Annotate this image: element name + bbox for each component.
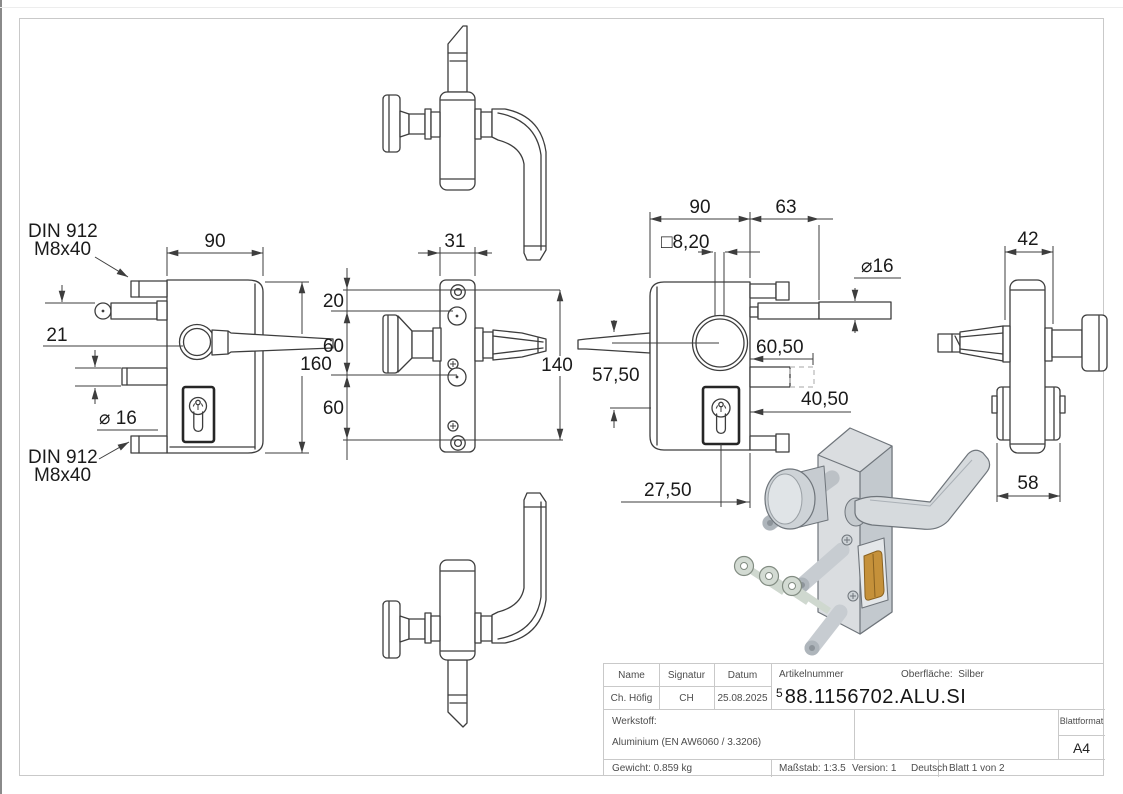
tb-sprache: Deutsch: [911, 763, 948, 774]
dim-back-square: □8,20: [661, 232, 709, 253]
side-view: [382, 279, 547, 453]
tb-oberflaeche-value: Silber: [958, 669, 984, 680]
dim-profile-top: 42: [1017, 229, 1038, 250]
tb-version: Version: 1: [852, 763, 897, 774]
dim-front-height: 160: [300, 354, 332, 375]
tb-artikel-label: Artikelnummer: [779, 669, 844, 680]
dim-front-latch-dia: ⌀ 16: [99, 408, 137, 429]
tb-signatur-value: CH: [679, 693, 694, 704]
profile-view-dims: 42 58: [996, 229, 1061, 502]
keys: [733, 555, 831, 614]
dim-back-rod-len: 63: [775, 197, 796, 218]
front-view-dims: 90 160 21 ⌀ 16 DIN 912 M8x40 DIN 912 M8x…: [28, 221, 332, 486]
tb-blatt: Blatt 1 von 2: [949, 763, 1005, 774]
tb-oberflaeche: Oberfläche: Silber: [901, 669, 984, 680]
dim-back-cyl-offset: 27,50: [644, 480, 692, 501]
dim-profile-bottom: 58: [1017, 473, 1038, 494]
tb-name-value: Ch. Höfig: [610, 693, 653, 704]
tb-datum-label: Datum: [727, 670, 758, 681]
tb-werkstoff-value: Aluminium (EN AW6060 / 3.3206): [612, 737, 762, 748]
side-view-dims: 31 20 60 60 140: [323, 231, 573, 460]
tb-gewicht: Gewicht: 0.859 kg: [612, 763, 693, 774]
tb-artikel-prefix: 5: [776, 686, 783, 700]
dim-back-ext2: 40,50: [801, 389, 849, 410]
dim-side-seg2: 60: [323, 336, 344, 357]
tb-blattformat-label: Blattformat: [1059, 716, 1104, 726]
callout-din-top-1: DIN 912: [28, 221, 98, 242]
dim-back-centers: 57,50: [592, 365, 640, 386]
dim-side-seg3: 60: [323, 398, 344, 419]
window-top-line: [0, 7, 1123, 8]
callout-din-top-2: M8x40: [34, 239, 91, 260]
dim-front-width: 90: [204, 231, 225, 252]
front-view: [94, 279, 334, 454]
dim-side-seg1: 20: [323, 291, 344, 312]
dim-side-height: 140: [541, 355, 573, 376]
profile-view: [937, 279, 1108, 454]
sheet-border: [19, 18, 1104, 776]
tb-massstab: Maßstab: 1:3.5: [779, 763, 846, 774]
dim-back-rod-dia: ⌀16: [861, 256, 894, 277]
top-view: [382, 25, 547, 261]
dim-front-offset: 21: [46, 325, 67, 346]
callout-din-bottom-2: M8x40: [34, 465, 91, 486]
window-edge: [0, 0, 2, 794]
iso-render: [733, 427, 991, 656]
callout-din-bottom-1: DIN 912: [28, 447, 98, 468]
back-view: [577, 252, 892, 507]
dim-side-depth: 31: [444, 231, 465, 252]
tb-signatur-label: Signatur: [667, 670, 706, 681]
tb-name-label: Name: [618, 670, 645, 681]
tb-datum-value: 25.08.2025: [717, 693, 768, 704]
tb-oberflaeche-label: Oberfläche:: [901, 669, 953, 680]
dim-back-ext1: 60,50: [756, 337, 804, 358]
tb-blattformat-value: A4: [1072, 740, 1091, 756]
tb-werkstoff-label: Werkstoff:: [612, 716, 657, 727]
bottom-view: [382, 492, 547, 728]
dim-back-width: 90: [689, 197, 710, 218]
back-view-dims: 90 63 □8,20 ⌀16 57,50 60,50 40,50 27,50: [592, 197, 901, 508]
title-block: Name Signatur Datum Ch. Höfig CH 25.08.2…: [603, 663, 1105, 777]
